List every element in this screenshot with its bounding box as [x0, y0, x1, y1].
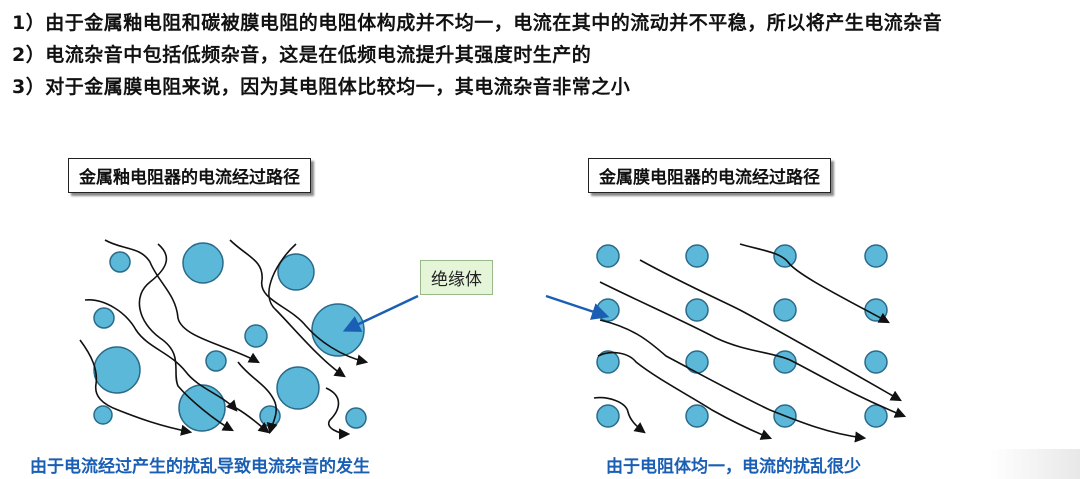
particle — [345, 407, 367, 429]
particle — [685, 298, 709, 322]
current-path — [739, 243, 890, 324]
particle — [244, 324, 268, 348]
particle — [259, 405, 281, 427]
current-path — [138, 243, 234, 432]
current-path — [268, 243, 346, 378]
right-panel-title: 金属膜电阻器的电流经过路径 — [588, 158, 831, 193]
particle — [93, 346, 141, 394]
left-diagram — [93, 242, 367, 432]
particle — [685, 404, 709, 428]
particle — [864, 298, 888, 322]
particle — [773, 298, 797, 322]
right-current-paths — [593, 243, 907, 443]
left-current-paths — [79, 239, 369, 440]
particle — [864, 350, 888, 374]
particle — [596, 350, 620, 374]
current-path — [597, 351, 773, 440]
insulator-label: 绝缘体 — [420, 260, 493, 295]
particle — [276, 366, 320, 410]
current-path — [229, 239, 369, 366]
left-panel-caption: 由于电流经过产生的扰乱导致电流杂音的发生 — [30, 457, 370, 477]
particle — [93, 307, 115, 329]
particle — [277, 253, 315, 291]
particle — [685, 350, 709, 374]
particle — [596, 298, 620, 322]
particle — [596, 404, 620, 428]
particle — [311, 303, 365, 357]
particle — [864, 404, 888, 428]
current-path — [235, 407, 270, 434]
statement-2: 2）电流杂音中包括低频杂音，这是在低频电流提升其强度时生产的 — [12, 44, 592, 66]
current-path — [599, 319, 867, 443]
particle — [596, 244, 620, 268]
right-panel-caption: 由于电阻体均一，电流的扰乱很少 — [606, 457, 861, 477]
particle — [864, 244, 888, 268]
particle — [93, 405, 113, 425]
current-path — [104, 239, 260, 364]
right-diagram — [596, 244, 888, 428]
statement-1: 1）由于金属釉电阻和碳被膜电阻的电阻体构成并不均一，电流在其中的流动并不平稳，所… — [12, 12, 943, 34]
current-path — [593, 396, 646, 434]
insulator-pointer-right — [545, 294, 610, 320]
current-path — [79, 339, 193, 436]
particle — [182, 242, 224, 284]
current-path — [237, 361, 278, 435]
current-path — [639, 259, 902, 402]
insulator-pointer-left — [342, 294, 419, 332]
corner-shade — [990, 449, 1080, 479]
particle — [773, 244, 797, 268]
left-panel-title: 金属釉电阻器的电流经过路径 — [68, 158, 311, 193]
particle — [109, 251, 131, 273]
current-path — [84, 299, 238, 412]
current-path — [325, 387, 351, 440]
statement-3: 3）对于金属膜电阻来说，因为其电阻体比较均一，其电流杂音非常之小 — [12, 76, 631, 98]
particle — [205, 350, 227, 372]
particle — [685, 244, 709, 268]
current-path — [599, 281, 907, 418]
